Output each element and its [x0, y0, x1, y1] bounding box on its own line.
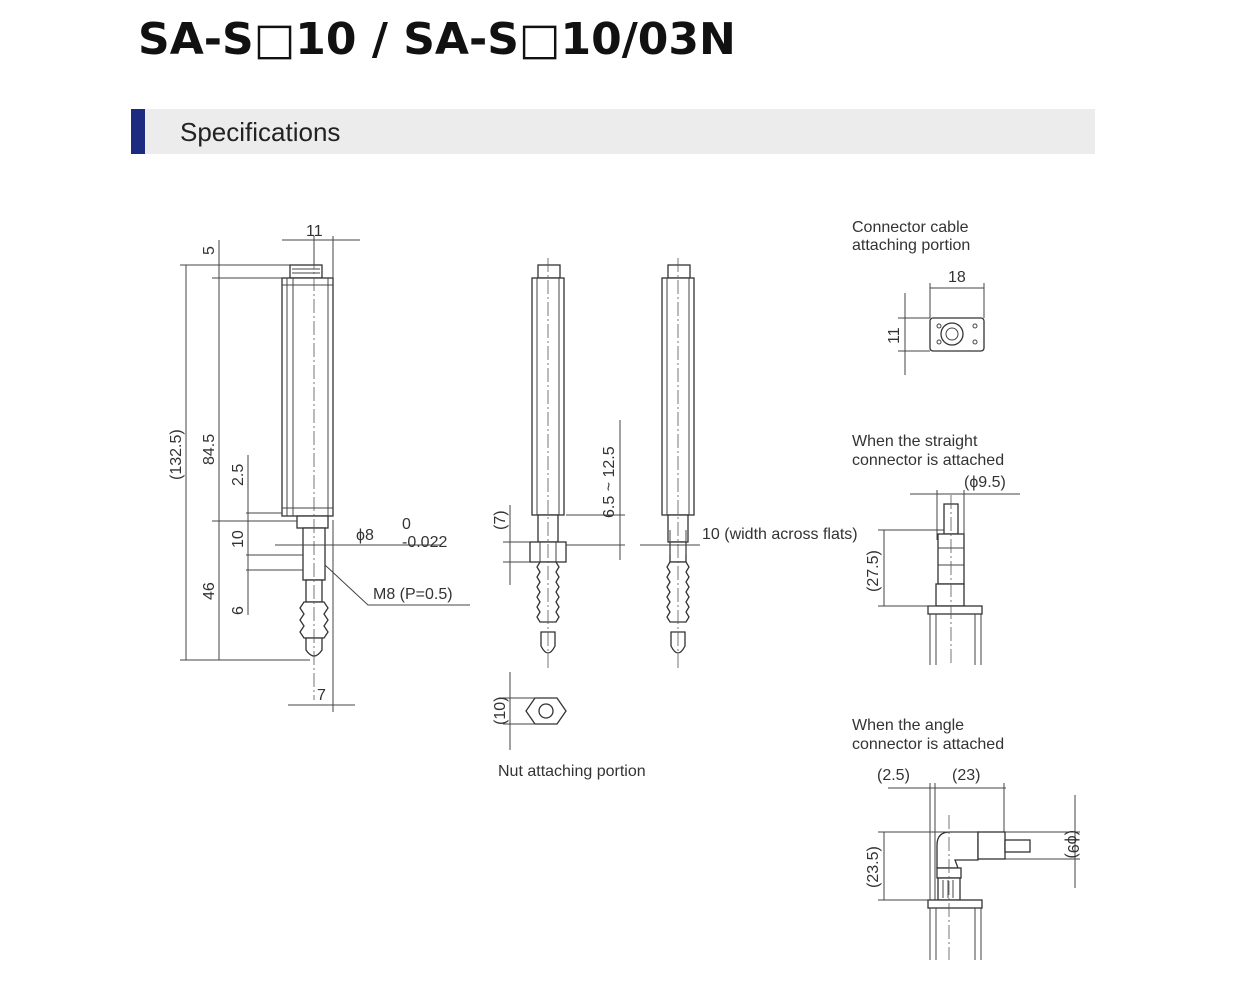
connector-cable-caption-2: attaching portion	[852, 237, 970, 254]
dim-straight-diameter: (ϕ9.5)	[964, 474, 1006, 491]
dim-connector-height: 11	[886, 327, 903, 344]
angle-caption-2: connector is attached	[852, 736, 1004, 753]
dim-thread: 6	[230, 606, 247, 615]
straight-connector-view: When the straight connector is attached …	[852, 433, 1020, 665]
dim-stroke: 6.5 ~ 12.5	[601, 446, 618, 518]
dim-neck: 10	[230, 530, 247, 548]
dim-step: 2.5	[230, 464, 247, 486]
dim-angle-diameter: (ϕ9)	[1064, 830, 1081, 859]
thread-note: M8 (P=0.5)	[373, 586, 453, 603]
connector-cable-view: Connector cable attaching portion 18 11	[852, 219, 985, 375]
dim-connector-width: 18	[948, 269, 966, 286]
page-title: SA-S□10 / SA-S□10/03N	[138, 14, 736, 65]
dim-angle-length: (23)	[952, 767, 980, 784]
dim-width-across-flats: 10 (width across flats)	[702, 526, 858, 543]
angle-connector-view: When the angle connector is attached (2.…	[852, 717, 1081, 960]
connector-cable-caption-1: Connector cable	[852, 219, 969, 236]
dim-nut-height: (7)	[492, 510, 509, 530]
section-title: Specifications	[180, 117, 341, 147]
dim-angle-offset: (2.5)	[877, 767, 910, 784]
dim-diameter: ϕ8	[356, 527, 374, 544]
nut-caption: Nut attaching portion	[498, 763, 646, 780]
dim-shaft: 46	[201, 582, 218, 600]
main-view: 11 5 (132.5) 84.5 2.5 10 46 6 ϕ8 0 -0.02…	[168, 223, 470, 712]
straight-caption-1: When the straight	[852, 433, 978, 450]
angle-caption-1: When the angle	[852, 717, 964, 734]
section-header: Specifications	[131, 109, 1095, 154]
dim-nut: (10)	[492, 697, 509, 725]
dim-body: 84.5	[201, 434, 218, 465]
dim-top: 5	[201, 246, 218, 255]
dim-tolerance-upper: 0	[402, 516, 411, 533]
dim-bottom: 7	[317, 687, 326, 704]
straight-caption-2: connector is attached	[852, 452, 1004, 469]
middle-views: (7) 6.5 ~ 12.5 10 (width across flats) (…	[492, 258, 858, 780]
dim-tolerance-lower: -0.022	[402, 534, 447, 551]
dim-total: (132.5)	[168, 429, 185, 480]
dim-angle-height: (23.5)	[865, 846, 882, 888]
dim-top-width: 11	[306, 223, 323, 240]
dim-straight-height: (27.5)	[865, 550, 882, 592]
section-accent-bar	[131, 109, 145, 154]
